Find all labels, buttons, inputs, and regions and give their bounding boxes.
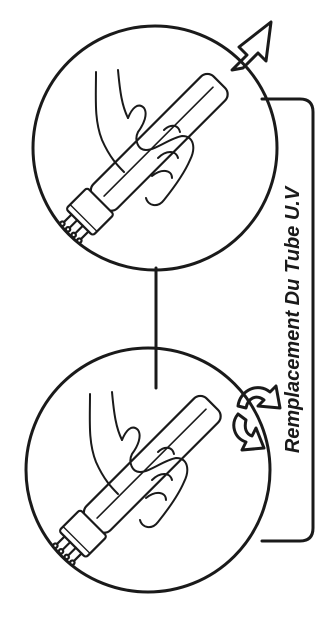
hand <box>94 69 195 206</box>
step-remove-tube <box>31 20 279 272</box>
title-bracket <box>260 97 315 543</box>
uv-tube <box>52 394 222 566</box>
arrow-up-right-icon <box>230 20 273 72</box>
step-circle <box>24 346 272 594</box>
rotate-arrows-icon <box>232 384 282 452</box>
diagram-title: Remplacement Du Tube U.V <box>282 185 304 453</box>
uv-tube <box>59 72 229 244</box>
hand <box>88 391 189 528</box>
step-rotate-tube <box>24 346 282 594</box>
step-circle <box>31 24 279 272</box>
